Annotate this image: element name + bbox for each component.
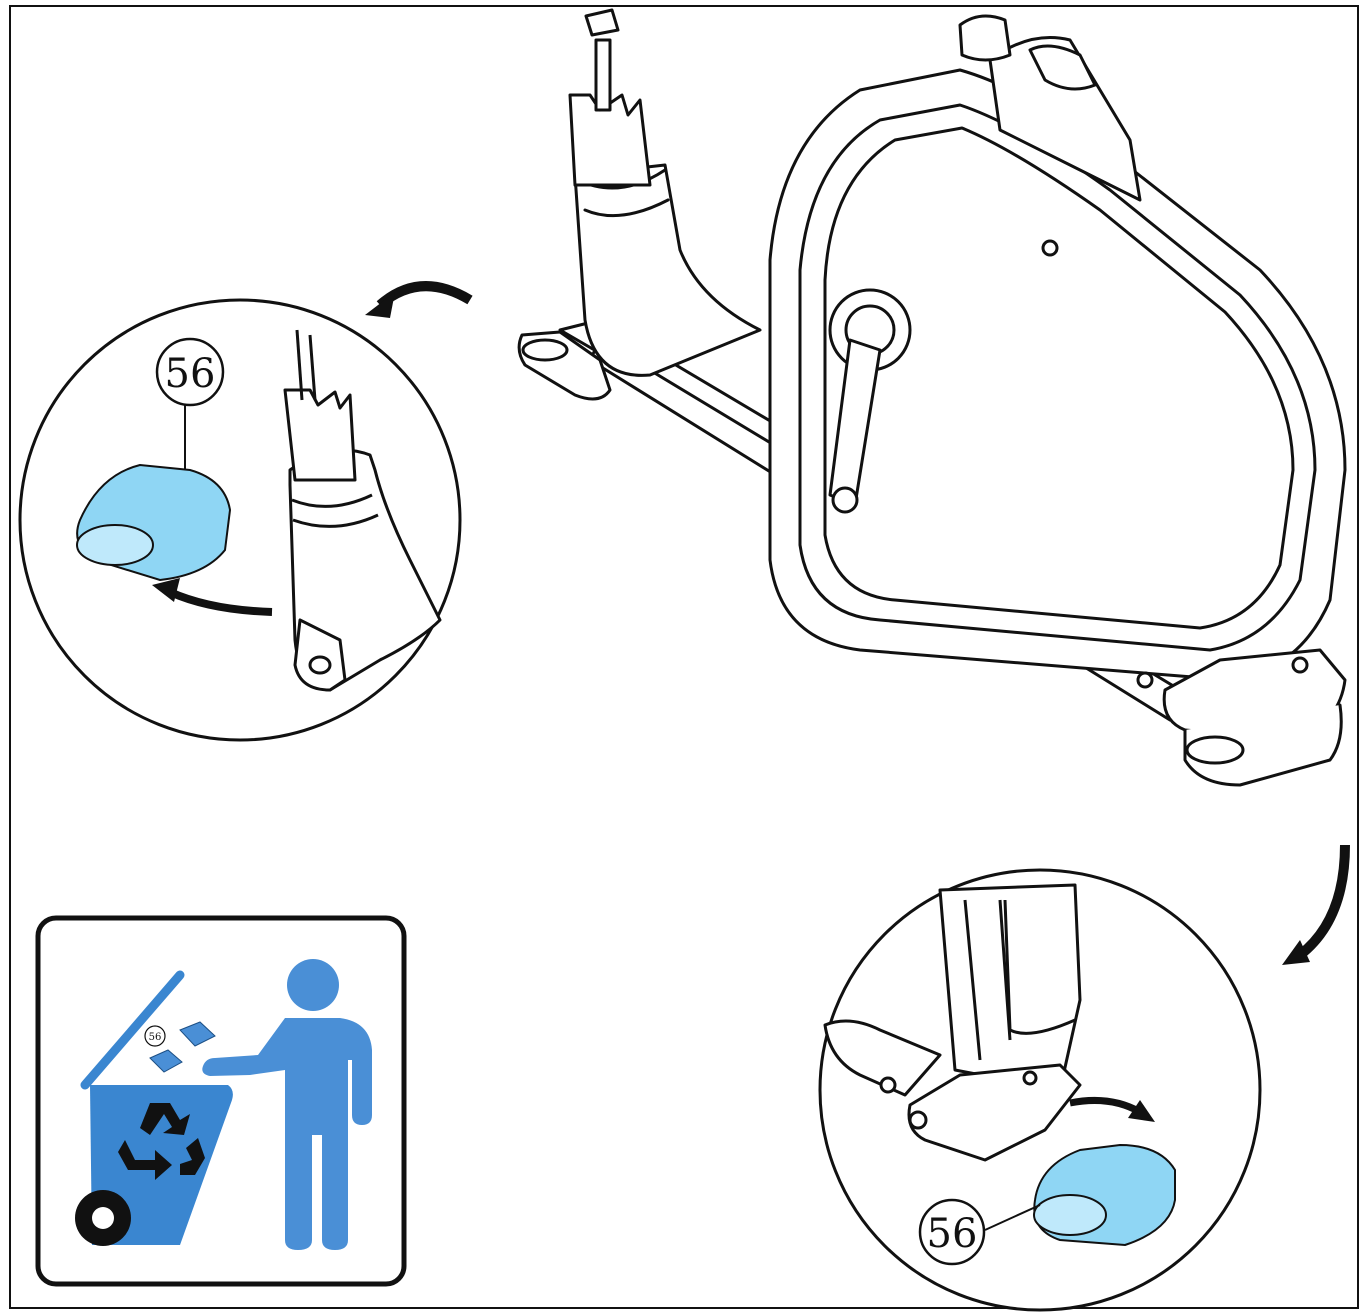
part-callout: [918, 1198, 986, 1266]
trash-bin-icon: [75, 970, 233, 1246]
exercise-bike-illustration: [517, 8, 1347, 787]
curved-arrow-icon: [152, 578, 273, 616]
front-foot-detail: 56: [18, 298, 462, 742]
page-frame: [9, 5, 1359, 1309]
recycle-icon: [118, 1103, 205, 1180]
curved-arrow-icon: [1069, 1096, 1155, 1122]
person-icon: [202, 959, 372, 1250]
part-callout: [144, 1025, 166, 1047]
disposal-instruction-panel: 56: [35, 915, 407, 1287]
part-number-label: 56: [165, 351, 216, 397]
end-cap-part-56: [76, 463, 232, 582]
curved-arrow-icon: [365, 281, 473, 318]
curved-arrow-icon: [1282, 844, 1350, 965]
part-number-label: 56: [927, 1211, 978, 1257]
end-cap-part-56: [1033, 1143, 1176, 1247]
rear-foot-detail: 56: [818, 868, 1262, 1312]
part-callout: [155, 337, 225, 407]
part-number-label: 56: [149, 1032, 162, 1043]
